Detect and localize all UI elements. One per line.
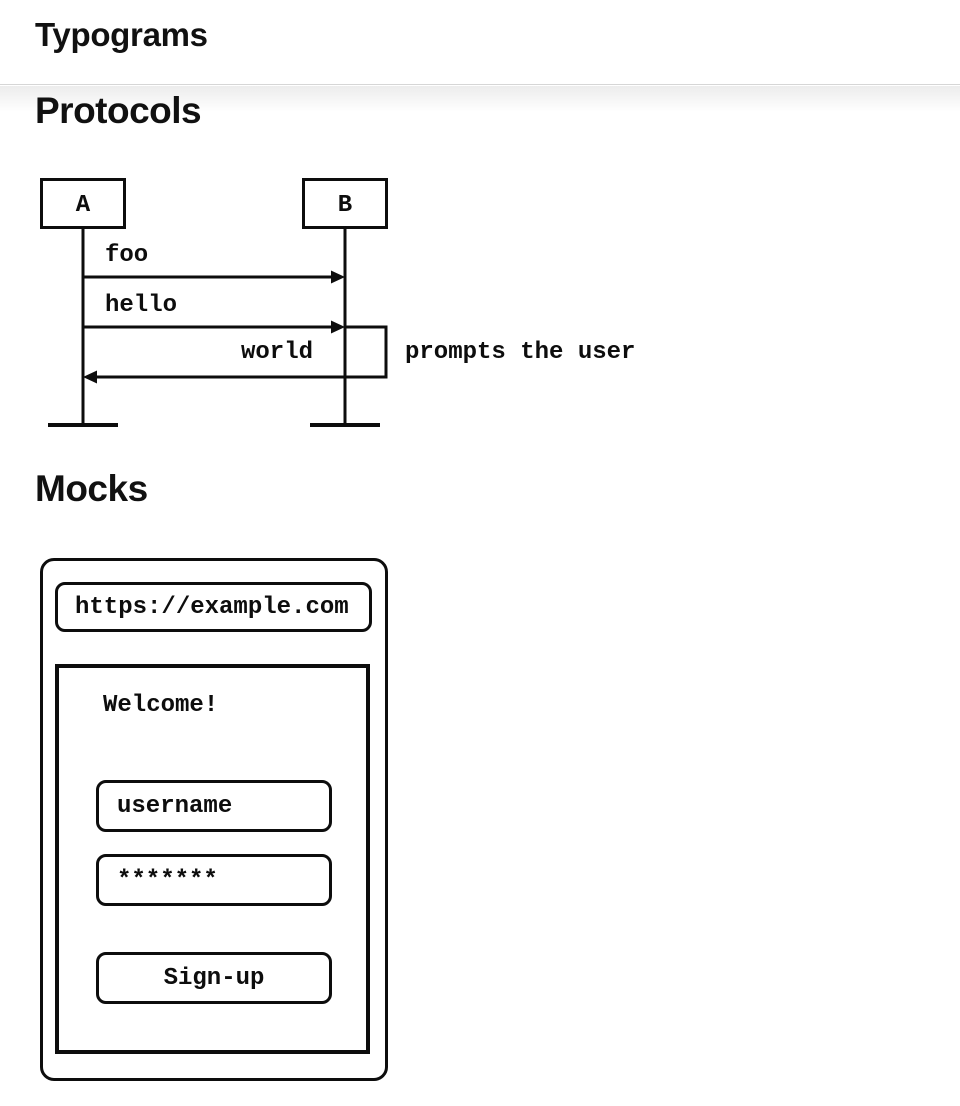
message-world-label: world (241, 339, 313, 366)
mocks-heading: Mocks (35, 468, 148, 509)
actor-a-label: A (76, 192, 91, 219)
mock-content-panel: Welcome! username ******* Sign-up (55, 664, 370, 1054)
browser-mock-frame: https://example.com Welcome! username **… (40, 558, 388, 1081)
message-foo-label: foo (105, 242, 148, 269)
username-input[interactable]: username (96, 780, 332, 832)
url-text: https://example.com (75, 593, 349, 621)
protocols-heading: Protocols (35, 90, 202, 131)
url-bar[interactable]: https://example.com (55, 582, 372, 632)
sequence-diagram: A B foo hello world prompts the user (40, 178, 635, 427)
arrowhead-left-icon (83, 370, 97, 384)
arrowhead-right-icon (331, 270, 345, 284)
diagram-annotation: prompts the user (405, 339, 635, 366)
signup-button-label: Sign-up (163, 964, 265, 992)
password-input[interactable]: ******* (96, 854, 332, 906)
arrowhead-right-icon (331, 320, 345, 334)
actor-b-label: B (338, 192, 352, 219)
actor-b-box (302, 178, 388, 229)
welcome-text: Welcome! (103, 692, 219, 719)
username-value: username (117, 792, 233, 820)
page-title: Typograms (35, 16, 208, 53)
actor-a-box (40, 178, 126, 229)
message-hello-label: hello (105, 292, 177, 319)
password-masked-value: ******* (117, 866, 218, 894)
activation-box-b (343, 325, 388, 379)
signup-button[interactable]: Sign-up (96, 952, 332, 1004)
app-header: Typograms (0, 0, 960, 85)
